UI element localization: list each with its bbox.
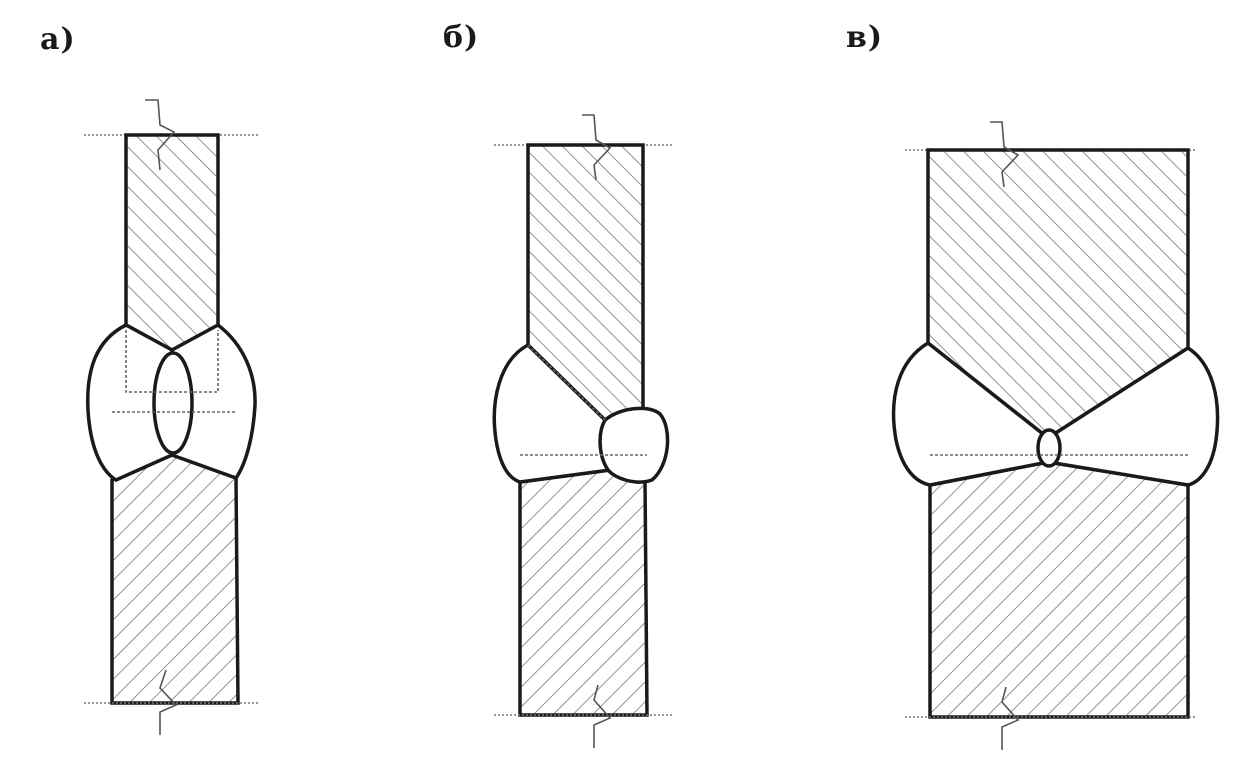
panel-a-weld-right	[170, 323, 257, 480]
panel-b-bottom-break-symbol	[593, 684, 612, 748]
panel-a-upper-bevel-guide	[125, 330, 219, 393]
panel-a-bottom-break-symbol	[159, 669, 178, 735]
panel-c-weld-right	[1046, 346, 1220, 487]
panel-a-weld-left	[86, 323, 174, 482]
panel-c-weld-left	[891, 341, 1050, 487]
panel-label-c: в)	[846, 20, 884, 55]
panel-b-drawing	[492, 114, 672, 748]
panel-c-bottom-break-symbol	[1001, 686, 1020, 750]
panel-b-top-break-symbol	[582, 114, 612, 181]
panel-label-b: б)	[443, 20, 480, 55]
panel-c-bottom-plate	[928, 460, 1190, 719]
panel-b-bevel-edge	[527, 344, 606, 421]
panel-b-weld-main	[492, 343, 612, 484]
panel-label-a: a)	[40, 22, 76, 57]
panel-a-weld-root	[152, 351, 194, 455]
panel-c-drawing	[891, 121, 1220, 750]
panel-b-weld-back	[598, 406, 670, 484]
panel-a-bottom-plate	[110, 453, 240, 705]
panel-a-top-plate	[124, 133, 220, 352]
panel-a-drawing	[84, 99, 258, 735]
panel-c-top-break-symbol	[990, 121, 1020, 188]
panel-c-weld-root	[1036, 428, 1062, 468]
panel-a-top-break-symbol	[145, 99, 176, 171]
panel-b-bottom-plate	[518, 468, 649, 717]
